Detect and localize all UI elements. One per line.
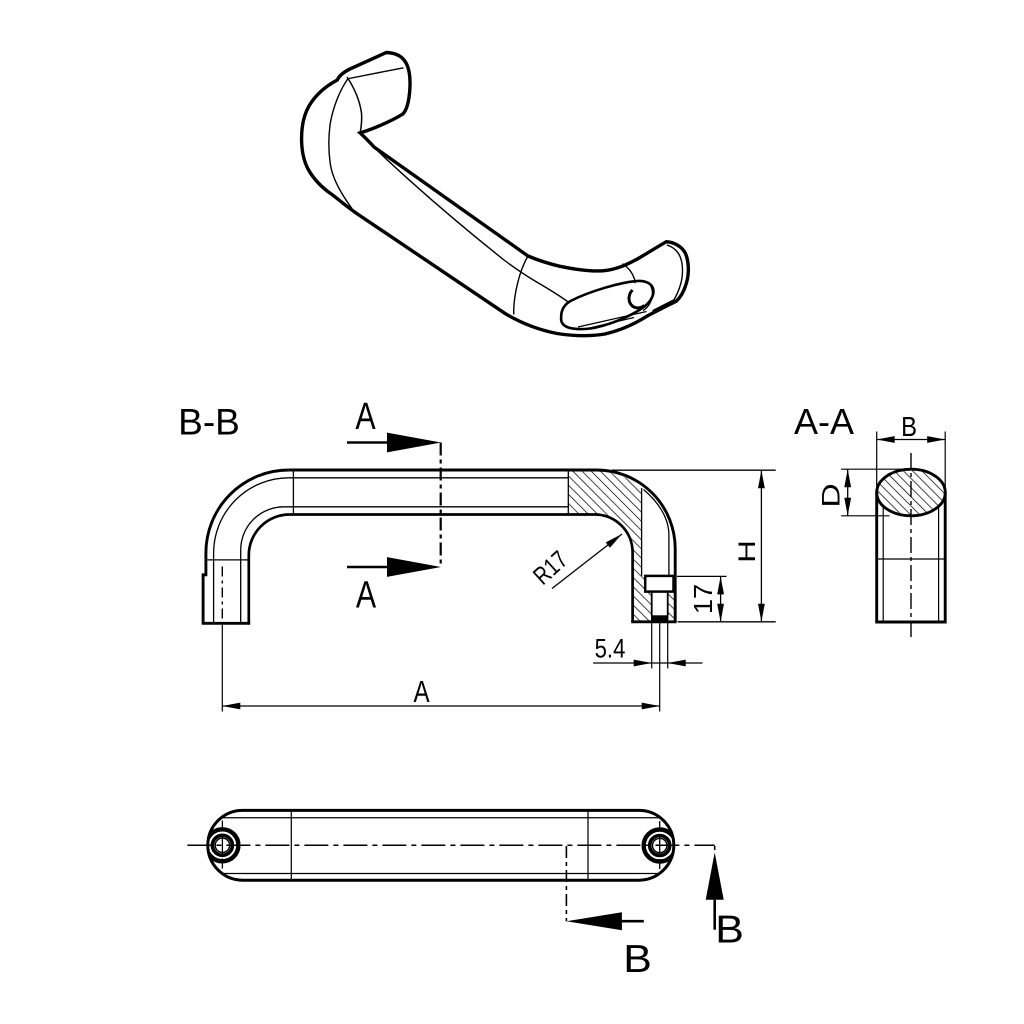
svg-text:B: B [715, 907, 744, 951]
svg-text:A: A [356, 574, 376, 616]
svg-text:A-A: A-A [794, 401, 854, 442]
svg-text:B: B [901, 410, 917, 442]
svg-text:A: A [355, 396, 375, 438]
svg-text:17: 17 [689, 584, 718, 614]
svg-text:5.4: 5.4 [595, 635, 626, 665]
svg-text:B: B [623, 937, 652, 981]
svg-text:B-B: B-B [178, 402, 240, 443]
svg-text:D: D [818, 483, 846, 507]
svg-text:A: A [413, 674, 430, 709]
svg-text:H: H [733, 540, 760, 563]
